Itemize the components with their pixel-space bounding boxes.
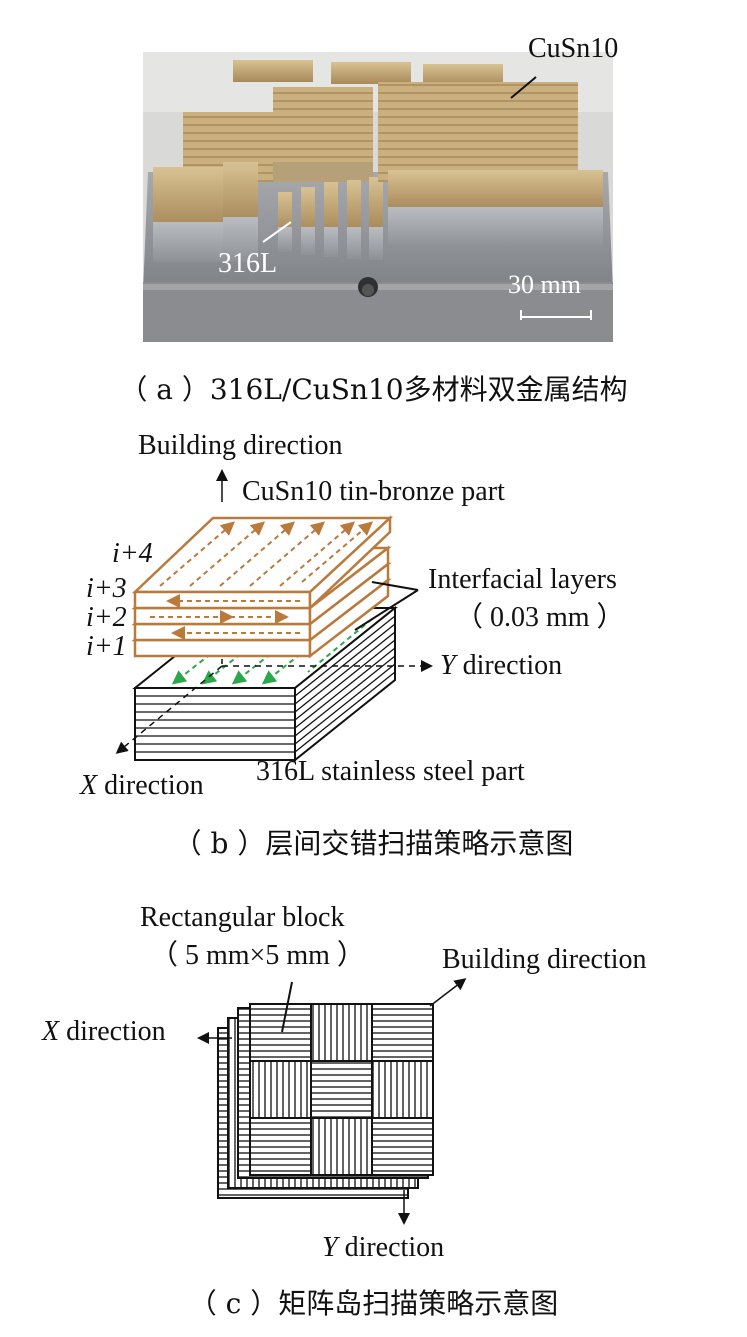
axis-letter: X [80,770,98,801]
building-direction-label-b: Building direction [138,430,343,461]
caption-a: （ a ）316L/CuSn10多材料双金属结构 [119,373,628,406]
caption-b: （ b ）层间交错扫描策略示意图 [173,827,574,860]
cusn10-label: CuSn10 [528,33,619,64]
building-direction-label-c: Building direction [442,944,647,975]
axis-letter: X [42,1016,60,1047]
steel-part-label: 316L stainless steel part [256,756,525,787]
interfacial-thickness-label: （ 0.03 mm ） [455,602,625,633]
x-direction-label-c: X direction [42,1016,166,1047]
bimetal-photo [143,52,613,342]
interfacial-layers-label: Interfacial layers [428,564,617,595]
316l-label: 316L [218,248,278,279]
layer-label-i4: i+4 [112,538,153,569]
layer-label-i2: i+2 [86,602,127,633]
interlayer-scan-diagram [115,469,433,763]
island-scan-diagram [197,978,467,1225]
axis-letter: Y [322,1232,338,1263]
x-direction-label-b: X direction [80,770,204,801]
y-direction-label-c: Y direction [322,1232,445,1263]
y-direction-text-b: Y direction [440,650,563,681]
block-size-label: （ 5 mm×5 mm ） [150,940,365,971]
scale-bar-label: 30 mm [508,270,581,299]
axis-letter: Y [440,650,456,681]
layer-label-i3: i+3 [86,573,127,604]
bronze-part-label: CuSn10 tin-bronze part [242,476,505,507]
y-direction-label-b: Y direction [440,652,562,680]
caption-c: （ c ）矩阵岛扫描策略示意图 [188,1287,559,1320]
layer-label-i1: i+1 [86,631,127,662]
block-label: Rectangular block [140,902,345,933]
